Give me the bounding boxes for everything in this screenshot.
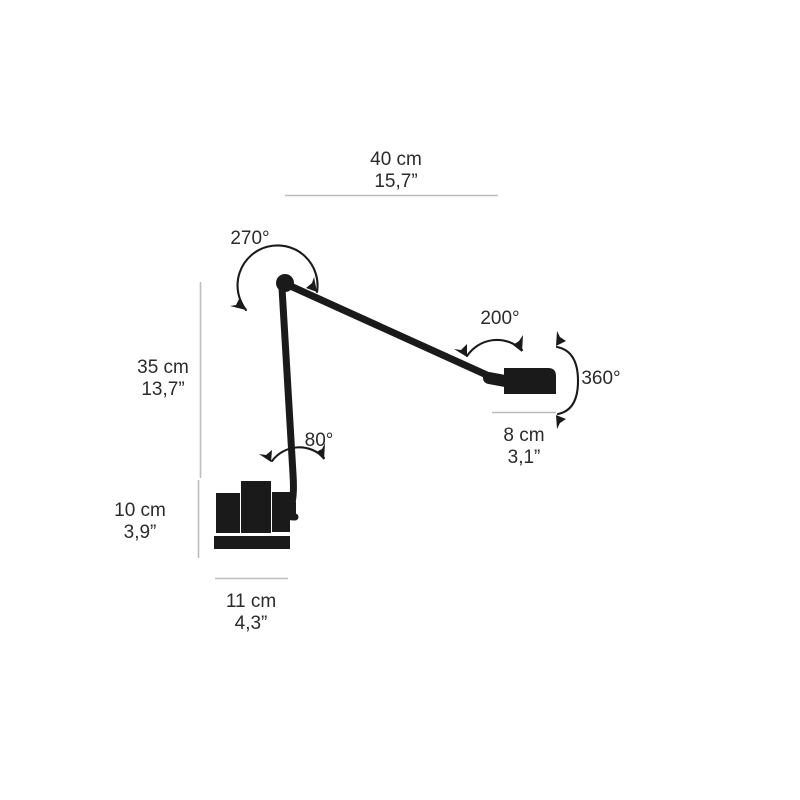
angle-upper-joint-arc [236, 244, 319, 312]
dimension-base-width-imperial: 4,3” [235, 613, 268, 634]
angle-base-joint-arrow-end [316, 443, 325, 460]
angle-base-joint-label: 80° [305, 430, 334, 451]
dimension-arm-height-metric: 35 cm [137, 357, 189, 378]
dimension-head-width-imperial: 3,1” [508, 447, 541, 468]
dimension-base-width: 11 cm 4,3” [215, 577, 288, 634]
dimension-reach-metric: 40 cm [370, 149, 422, 170]
double-arrow-arc-icon [259, 443, 326, 463]
angle-head-spin-arrow-bottom [556, 415, 566, 429]
angle-upper-joint: 270° [230, 228, 319, 312]
lamp-head-connector-path [483, 372, 511, 387]
double-arrow-arc-icon [230, 244, 319, 312]
lamp-upper-arm [282, 280, 493, 380]
dimension-head-width-metric: 8 cm [503, 425, 544, 446]
dimension-base-height: 10 cm 3,9” [114, 480, 200, 558]
angle-head-spin-arc [555, 345, 580, 416]
lamp-base-center-block [241, 481, 271, 533]
angle-head-spin: 360° [555, 331, 621, 429]
dimension-head-width: 8 cm 3,1” [492, 411, 556, 468]
angle-upper-joint-arrow-end [306, 277, 317, 292]
angle-upper-joint-arrow-start [230, 297, 246, 310]
double-arrow-loop-icon [555, 331, 580, 429]
lamp-head-body [504, 368, 556, 394]
lamp-base-plinth [214, 536, 290, 549]
dimension-arm-height: 35 cm 13,7” [137, 282, 202, 478]
angle-head-spin-label: 360° [581, 368, 620, 389]
lamp-lower-arm-path [278, 284, 299, 521]
dimension-base-width-metric: 11 cm [226, 591, 276, 612]
lamp-head [504, 368, 556, 394]
angle-head-tilt-label: 200° [480, 308, 519, 329]
angle-head-tilt-arrow-start [454, 344, 467, 357]
lamp-head-connector [483, 372, 511, 387]
angle-head-spin-arrow-top [556, 331, 566, 346]
dimension-base-height-metric: 10 cm [114, 500, 166, 521]
dimension-base-height-imperial: 3,9” [124, 522, 157, 543]
angle-head-tilt-arrow-end [513, 335, 523, 352]
lamp-base-right-block [272, 492, 290, 532]
angle-head-tilt-arc [465, 338, 524, 358]
dimension-reach-imperial: 15,7” [374, 171, 417, 192]
lamp-upper-arm-path [282, 280, 493, 380]
lamp-upper-joint [276, 274, 294, 292]
lamp-upper-joint-knuckle [276, 274, 294, 292]
angle-head-tilt: 200° [454, 308, 524, 358]
dimension-arm-height-imperial: 13,7” [141, 379, 184, 400]
lamp-base-left-block [216, 493, 240, 533]
angle-base-joint-arrow-start [259, 450, 272, 462]
lamp-lower-arm [278, 284, 299, 521]
dimension-reach: 40 cm 15,7” [285, 149, 498, 197]
angle-base-joint: 80° [259, 430, 334, 463]
double-arrow-arc-icon [454, 335, 524, 358]
angle-upper-joint-label: 270° [230, 228, 269, 249]
